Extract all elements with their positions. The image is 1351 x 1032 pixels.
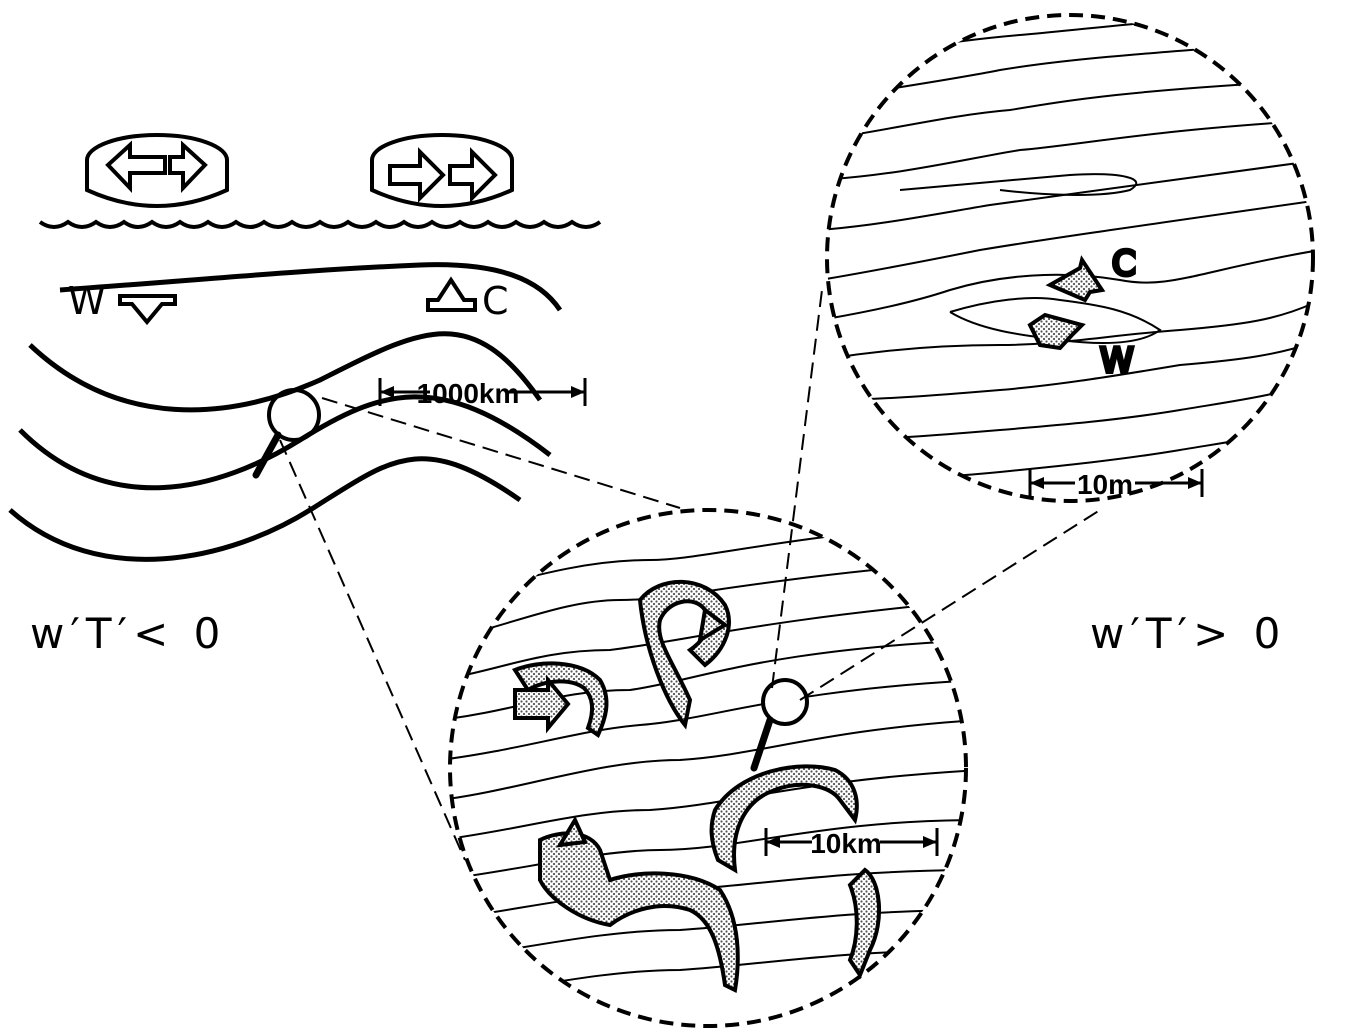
medium-magnifier-icon [750,678,809,772]
eddy-ribbon-bottom-right [709,764,882,980]
convergence-rotation-icon [85,133,229,208]
svg-text:W: W [68,279,106,323]
svg-text:W: W [1100,341,1134,381]
large-cold-up-arrow: C [426,276,509,323]
eddy-ribbon-left [511,661,609,739]
scale-bar-10km: 10km [764,828,939,859]
medium-scale-circle: 10km [448,508,968,1028]
scale-bar-1000km: 1000km [378,378,587,409]
condition-right: w′T′> 0 [1090,609,1286,658]
zoom-lines-medium-to-small [771,289,1101,701]
divergence-rotation-icon [370,133,514,208]
svg-text:10km: 10km [810,828,882,859]
sea-surface-waves [38,219,602,229]
scale-bar-10m: 10m [1028,469,1204,500]
large-magnifier-icon [252,388,321,479]
small-scale-circle: C W 10m [825,13,1315,503]
svg-text:C: C [1112,244,1136,284]
svg-text:10m: 10m [1077,469,1133,500]
small-warm-arrow: W [1027,312,1136,383]
small-cold-arrow: C [1045,242,1138,303]
svg-text:C: C [482,279,509,323]
condition-left: w′T′< 0 [30,609,226,658]
eddy-ribbon-bottom-left [538,815,740,994]
large-warm-down-arrow: W [68,279,177,326]
svg-text:1000km: 1000km [417,378,520,409]
zoom-lines-large-to-medium [279,397,681,861]
small-scale-isotherms [827,15,1313,481]
eddy-ribbon-top [637,579,731,730]
